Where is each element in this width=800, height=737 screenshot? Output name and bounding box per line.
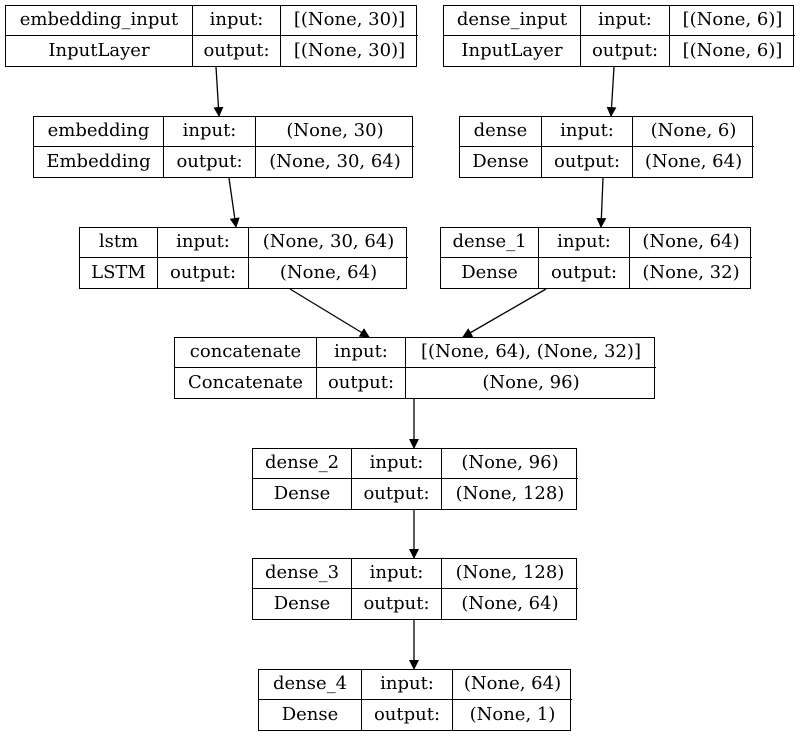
layer-node-lstm: lstm input: (None, 30, 64) LSTM output: … xyxy=(79,227,408,289)
output-shape: (None, 96) xyxy=(482,371,580,393)
output-shape: (None, 128) xyxy=(455,482,565,504)
output-shape: (None, 64) xyxy=(461,592,559,614)
layer-name: lstm xyxy=(80,228,158,258)
layer-name: dense_input xyxy=(444,6,581,36)
layer-node-embedding: embedding input: (None, 30) Embedding ou… xyxy=(33,116,414,178)
output-label: output: xyxy=(193,36,281,66)
output-label: output: xyxy=(581,36,670,66)
input-shape: (None, 128) xyxy=(442,559,578,589)
input-shape: (None, 64) xyxy=(630,228,752,258)
input-shape: (None, 96) xyxy=(442,449,578,479)
output-shape: (None, 30, 64) xyxy=(269,150,401,172)
input-label: input: xyxy=(581,6,670,36)
output-shape: (None, 1) xyxy=(469,703,556,725)
output-shape: [(None, 30)] xyxy=(293,39,406,61)
layer-type: Concatenate xyxy=(175,368,317,398)
edge-embedding-to-lstm xyxy=(228,177,240,228)
input-label: input: xyxy=(158,228,249,258)
layer-node-concatenate: concatenate input: [(None, 64), (None, 3… xyxy=(174,337,656,399)
edge-dense-to-dense_1 xyxy=(596,177,607,228)
layer-name: concatenate xyxy=(175,338,317,368)
layer-type: LSTM xyxy=(80,258,158,288)
input-shape: (None, 30, 64) xyxy=(249,228,408,258)
layer-name: dense xyxy=(460,117,542,147)
input-shape: [(None, 6)] xyxy=(670,6,795,36)
output-shape: (None, 64) xyxy=(279,261,378,283)
layer-name: embedding_input xyxy=(6,6,193,36)
layer-node-dense: dense input: (None, 6) Dense output: (No… xyxy=(459,116,754,178)
input-shape: (None, 64) xyxy=(453,670,572,700)
layer-type: Dense xyxy=(253,589,352,619)
output-label: output: xyxy=(158,258,249,288)
layer-type: Embedding xyxy=(34,147,164,177)
input-label: input: xyxy=(539,228,630,258)
layer-name: dense_3 xyxy=(253,559,352,589)
layer-node-dense-4: dense_4 input: (None, 64) Dense output: … xyxy=(258,669,572,731)
layer-node-dense-1: dense_1 input: (None, 64) Dense output: … xyxy=(440,227,752,289)
output-label: output: xyxy=(352,589,442,619)
output-label: output: xyxy=(362,700,453,730)
output-label: output: xyxy=(542,147,633,177)
input-shape: (None, 30) xyxy=(256,117,414,147)
output-shape: [(None, 6)] xyxy=(682,39,783,61)
layer-name: dense_4 xyxy=(259,670,362,700)
output-label: output: xyxy=(317,368,406,398)
input-label: input: xyxy=(317,338,406,368)
layer-name: dense_1 xyxy=(441,228,539,258)
input-label: input: xyxy=(164,117,256,147)
input-shape: [(None, 64), (None, 32)] xyxy=(406,338,656,368)
output-shape: (None, 64) xyxy=(644,150,743,172)
layer-name: dense_2 xyxy=(253,449,352,479)
edge-lstm-to-concatenate xyxy=(289,288,370,338)
layer-type: Dense xyxy=(441,258,539,288)
edge-dense_1-to-concatenate xyxy=(462,288,547,338)
layer-node-dense-input: dense_input input: [(None, 6)] InputLaye… xyxy=(443,5,795,67)
layer-node-embedding-input: embedding_input input: [(None, 30)] Inpu… xyxy=(5,5,418,67)
layer-node-dense-3: dense_3 input: (None, 128) Dense output:… xyxy=(252,558,578,620)
input-shape: [(None, 30)] xyxy=(281,6,418,36)
edge-dense_input-to-dense xyxy=(606,66,617,117)
layer-type: Dense xyxy=(460,147,542,177)
layer-type: Dense xyxy=(253,479,352,509)
input-shape: (None, 6) xyxy=(633,117,754,147)
layer-type: InputLayer xyxy=(444,36,581,66)
input-label: input: xyxy=(362,670,453,700)
layer-name: embedding xyxy=(34,117,164,147)
input-label: input: xyxy=(193,6,281,36)
input-label: input: xyxy=(352,559,442,589)
layer-type: Dense xyxy=(259,700,362,730)
input-label: input: xyxy=(542,117,633,147)
layer-node-dense-2: dense_2 input: (None, 96) Dense output: … xyxy=(252,448,578,510)
input-label: input: xyxy=(352,449,442,479)
edge-embedding_input-to-embedding xyxy=(213,66,224,117)
layer-type: InputLayer xyxy=(6,36,193,66)
output-shape: (None, 32) xyxy=(642,261,740,283)
output-label: output: xyxy=(352,479,442,509)
output-label: output: xyxy=(164,147,256,177)
output-label: output: xyxy=(539,258,630,288)
